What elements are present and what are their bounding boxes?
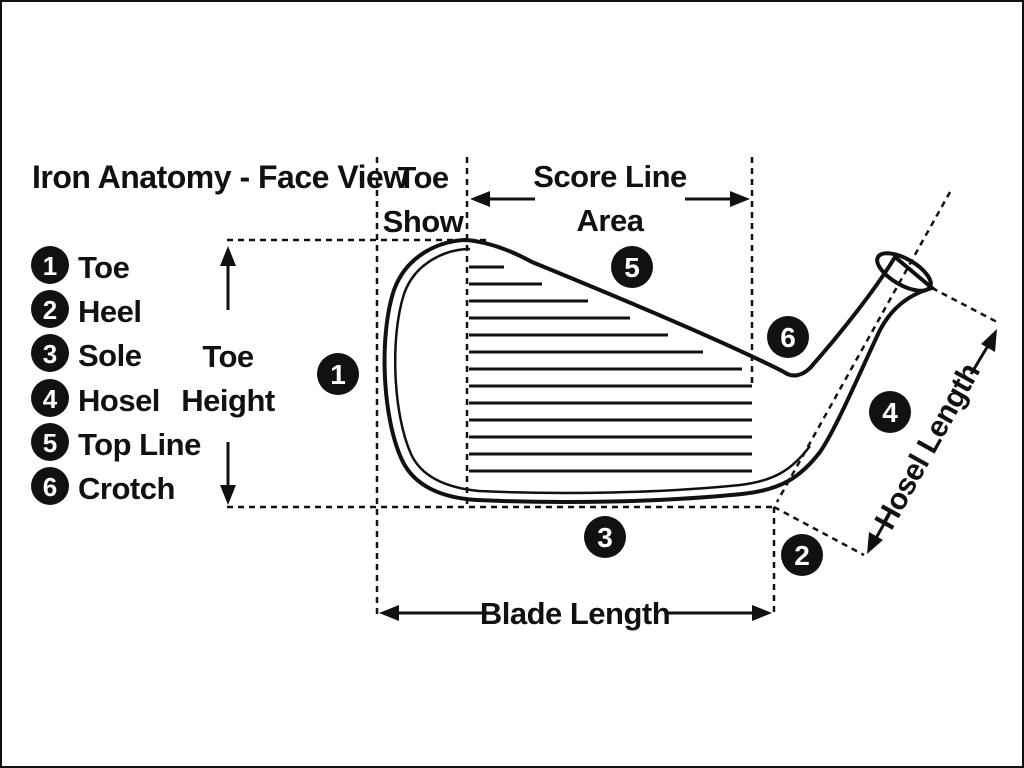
- toe-height-label-line1: Toe: [202, 339, 254, 374]
- hosel-length-arrow-lower: [873, 514, 891, 541]
- legend-item-top-line: 5 Top Line: [31, 423, 202, 462]
- callout-number-3: 3: [597, 522, 613, 553]
- callout-number-5: 5: [624, 252, 640, 283]
- arrowhead-right: [752, 605, 772, 621]
- callout-number-2: 2: [794, 540, 810, 571]
- legend-label-sole: Sole: [78, 338, 142, 373]
- toe-show-dimension: Toe Show: [383, 160, 466, 239]
- toe-height-dimension: Toe Height: [181, 246, 275, 505]
- legend-label-crotch: Crotch: [78, 471, 175, 506]
- legend-item-toe: 1 Toe: [31, 246, 130, 285]
- callout-sole: 3: [584, 516, 626, 558]
- diagram-title: Iron Anatomy - Face View: [32, 159, 408, 195]
- callout-marker: [781, 534, 823, 576]
- score-line-area-label-line2: Area: [577, 203, 645, 238]
- arrowhead-upper: [981, 329, 997, 352]
- legend-number-5: 5: [43, 428, 57, 458]
- legend-item-sole: 3 Sole: [31, 334, 142, 373]
- legend-marker-3: [31, 334, 69, 372]
- legend-number-3: 3: [43, 339, 57, 369]
- callout-hosel: 4: [869, 391, 911, 433]
- hosel-length-arrow-upper: [969, 343, 991, 375]
- blade-length-dimension: Blade Length: [379, 596, 772, 631]
- callout-marker: [767, 316, 809, 358]
- legend-label-toe: Toe: [78, 250, 130, 285]
- callout-number-6: 6: [780, 322, 796, 353]
- diagram-callouts: 1 3 2 4 5 6: [317, 246, 911, 576]
- arrowhead-left: [470, 191, 490, 207]
- legend: 1 Toe 2 Heel 3 Sole 4 Hosel 5 Top Line 6…: [31, 246, 202, 506]
- score-line-area-dimension: Score Line Area: [470, 159, 750, 238]
- legend-marker-4: [31, 379, 69, 417]
- legend-number-6: 6: [43, 472, 57, 502]
- legend-number-1: 1: [43, 251, 57, 281]
- score-lines: [469, 265, 752, 473]
- callout-marker: [611, 246, 653, 288]
- legend-item-heel: 2 Heel: [31, 290, 142, 329]
- hosel-length-label: Hosel Length: [869, 358, 987, 535]
- callout-number-4: 4: [882, 397, 898, 428]
- arrowhead-lower: [867, 532, 883, 554]
- legend-label-top-line: Top Line: [78, 427, 201, 462]
- legend-marker-2: [31, 290, 69, 328]
- callout-toe: 1: [317, 353, 359, 395]
- club-outer-outline: [382, 237, 937, 504]
- blade-length-label: Blade Length: [480, 596, 670, 631]
- callout-top-line: 5: [611, 246, 653, 288]
- arrowhead-left: [379, 605, 399, 621]
- callout-marker: [869, 391, 911, 433]
- callout-number-1: 1: [330, 359, 346, 390]
- arrowhead-down: [220, 485, 236, 505]
- hosel-bore: [875, 251, 933, 293]
- callout-heel: 2: [781, 534, 823, 576]
- iron-club-head: [382, 237, 937, 504]
- callout-marker: [317, 353, 359, 395]
- toe-show-label-line1: Toe: [397, 160, 449, 195]
- legend-label-heel: Heel: [78, 294, 141, 329]
- guide-hosel-top: [931, 286, 1000, 325]
- guide-heel-perpendicular: [773, 505, 865, 557]
- callout-marker: [584, 516, 626, 558]
- score-line-area-label-line1: Score Line: [533, 159, 687, 194]
- legend-number-4: 4: [43, 384, 58, 414]
- callout-crotch: 6: [767, 316, 809, 358]
- arrowhead-up: [220, 246, 236, 266]
- legend-marker-5: [31, 423, 69, 461]
- legend-label-hosel: Hosel: [78, 383, 160, 418]
- toe-show-label-line2: Show: [383, 204, 465, 239]
- guide-hosel-axis: [775, 191, 952, 503]
- arrowhead-right: [730, 191, 750, 207]
- legend-marker-6: [31, 467, 69, 505]
- legend-item-crotch: 6 Crotch: [31, 467, 175, 506]
- toe-height-label-line2: Height: [181, 383, 275, 418]
- club-inner-outline: [394, 247, 811, 495]
- legend-marker-1: [31, 246, 69, 284]
- legend-item-hosel: 4 Hosel: [31, 379, 160, 418]
- guide-lines: [227, 157, 1000, 617]
- legend-number-2: 2: [43, 295, 57, 325]
- hosel-length-dimension: Hosel Length: [867, 329, 997, 554]
